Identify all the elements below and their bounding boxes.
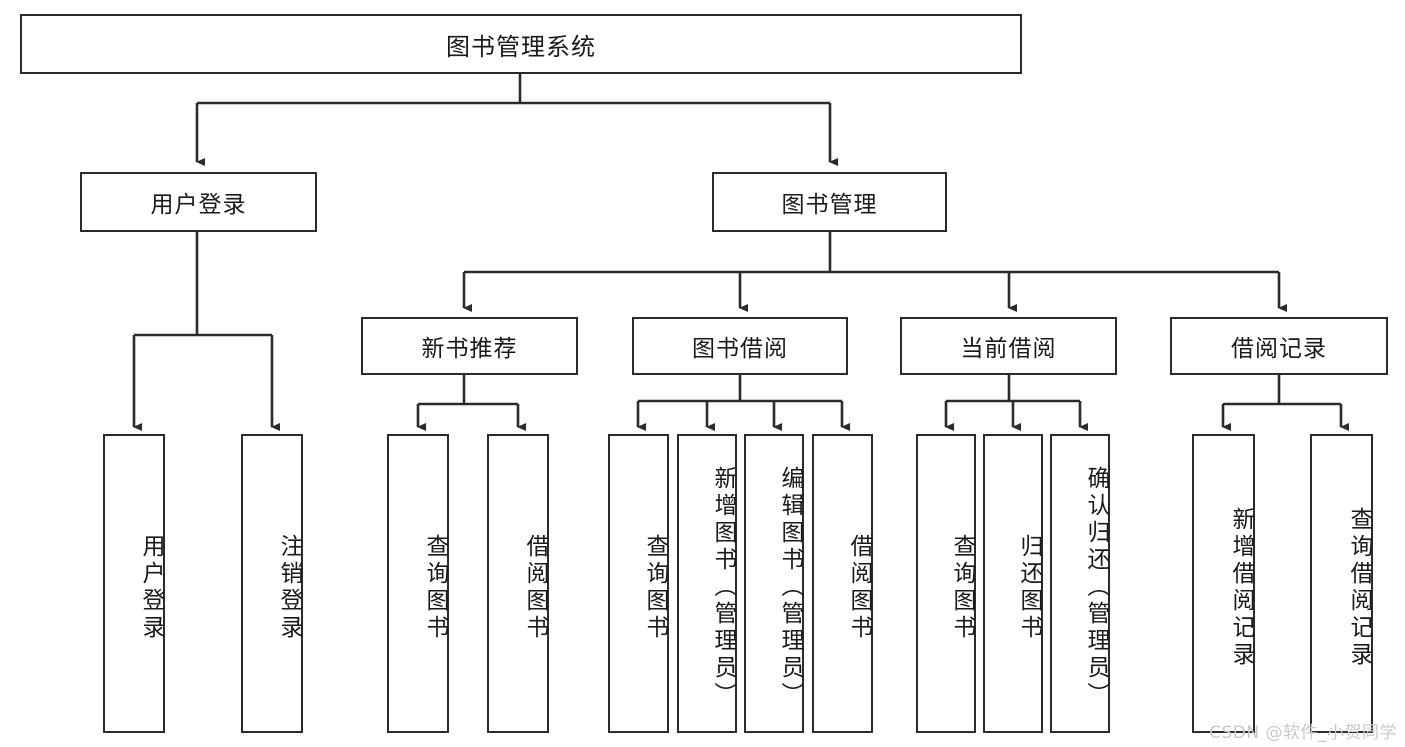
node-label: 用户登录 xyxy=(150,192,247,218)
node-book-management[interactable]: 图书管理 xyxy=(712,172,947,232)
node-label: 注销登录 xyxy=(276,533,302,642)
node-label: 图书管理系统 xyxy=(446,32,596,61)
leaf-book-borrow-query-book[interactable]: 查询图书 xyxy=(608,434,669,733)
node-user-login[interactable]: 用户登录 xyxy=(80,172,317,232)
node-new-book-recommend[interactable]: 新书推荐 xyxy=(361,317,578,375)
node-label: 查询图书 xyxy=(642,533,668,642)
node-label: 归还图书 xyxy=(1016,533,1042,642)
node-label: 新增借阅记录 xyxy=(1228,506,1254,669)
leaf-borrow-record-query-record[interactable]: 查询借阅记录 xyxy=(1310,434,1373,733)
leaf-book-borrow-edit-book-admin[interactable]: 编辑图书（管理员） xyxy=(744,434,804,733)
node-label: 图书管理 xyxy=(781,192,878,218)
node-label: 借阅图书 xyxy=(846,533,872,642)
leaf-book-borrow-borrow-book[interactable]: 借阅图书 xyxy=(812,434,873,733)
leaf-new-book-borrow-book[interactable]: 借阅图书 xyxy=(487,434,549,733)
node-root-system[interactable]: 图书管理系统 xyxy=(20,14,1022,74)
leaf-borrow-record-add-record[interactable]: 新增借阅记录 xyxy=(1192,434,1255,733)
node-current-borrow[interactable]: 当前借阅 xyxy=(900,317,1117,375)
leaf-current-borrow-confirm-return-admin[interactable]: 确认归还（管理员） xyxy=(1050,434,1110,733)
leaf-current-borrow-query-book[interactable]: 查询图书 xyxy=(916,434,976,733)
watermark: CSDN @软件_小贺同学 xyxy=(1209,723,1397,743)
node-label: 新书推荐 xyxy=(421,336,518,362)
leaf-current-borrow-return-book[interactable]: 归还图书 xyxy=(983,434,1043,733)
node-label: 借阅图书 xyxy=(522,533,548,642)
node-label: 图书借阅 xyxy=(692,336,788,362)
node-label: 新增图书（管理员） xyxy=(710,466,736,709)
node-label: 当前借阅 xyxy=(960,336,1057,362)
node-label: 编辑图书（管理员） xyxy=(777,466,803,709)
node-borrow-record[interactable]: 借阅记录 xyxy=(1170,317,1388,375)
node-label: 借阅记录 xyxy=(1231,336,1327,362)
node-label: 确认归还（管理员） xyxy=(1083,466,1109,709)
leaf-user-login-login[interactable]: 用户登录 xyxy=(103,434,165,733)
node-label: 查询借阅记录 xyxy=(1346,506,1372,669)
node-label: 查询图书 xyxy=(422,533,448,642)
node-label: 查询图书 xyxy=(949,533,975,642)
node-book-borrow[interactable]: 图书借阅 xyxy=(632,317,848,375)
leaf-user-login-logout[interactable]: 注销登录 xyxy=(241,434,303,733)
leaf-book-borrow-add-book-admin[interactable]: 新增图书（管理员） xyxy=(677,434,737,733)
leaf-new-book-query-book[interactable]: 查询图书 xyxy=(387,434,449,733)
node-label: 用户登录 xyxy=(138,533,164,642)
